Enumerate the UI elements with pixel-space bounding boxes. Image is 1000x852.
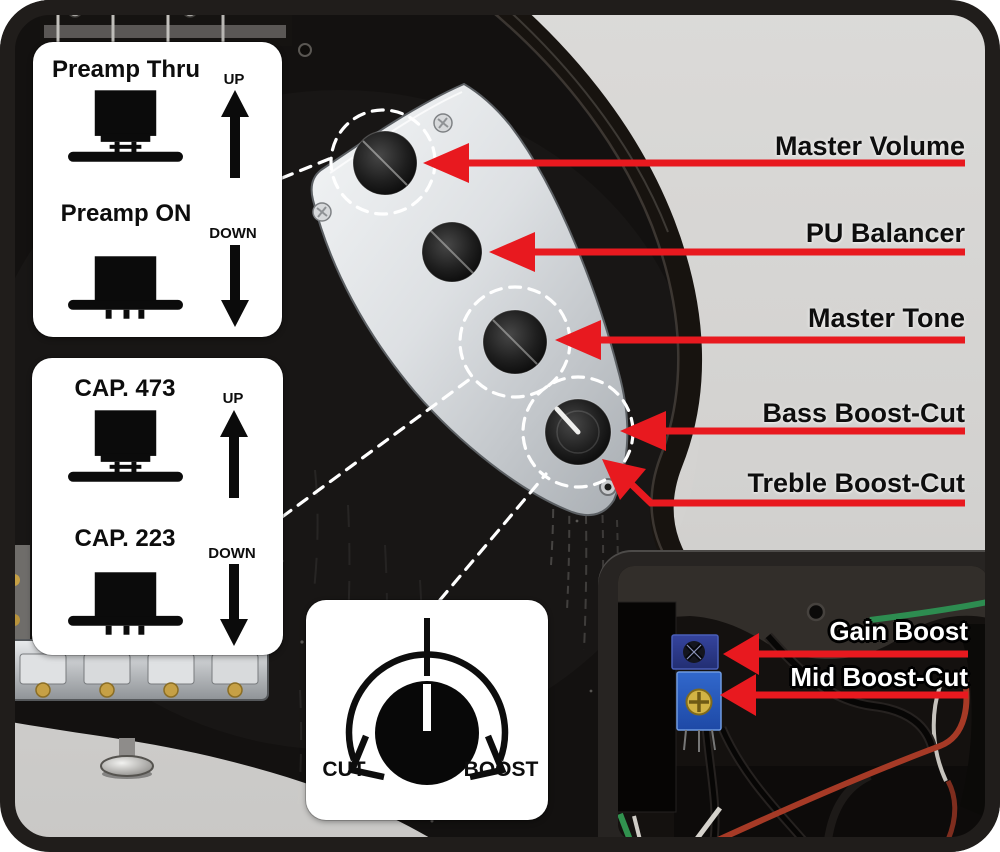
down-arrow-icon [221,245,249,327]
bridge [0,545,269,701]
callout-label-gain-boost: Gain Boost [829,616,968,646]
knob-pu-balancer [421,221,483,283]
legend-title-preamp-thru: Preamp Thru [51,56,201,83]
cap-switch-legend: CAP. 473 UP CAP. 223 DOWN [32,358,283,655]
switch-down-icon [68,572,183,635]
strap-button [100,738,154,779]
red-wire [716,673,970,840]
switch-up-icon [68,410,183,482]
direction-label-up: UP [222,390,244,407]
strings-and-neck [40,0,292,46]
cut-label: CUT [322,758,366,781]
dashed-connector-lines [280,155,548,602]
green-wire-2 [618,812,633,840]
gain-trimpot [671,634,719,670]
plate-screws [312,113,453,222]
legend-title-cap-223: CAP. 223 [74,525,176,552]
callout-label-master-tone: Master Tone [807,303,965,333]
body-screw-hole [298,43,312,57]
callout-label-bass-boost-cut: Bass Boost-Cut [762,398,965,428]
rotary-knob-icon [345,618,509,785]
up-arrow-icon [220,410,248,498]
callout-label-mid-boost-cut: Mid Boost-Cut [790,662,968,692]
cut-boost-legend: CUT BOOST [306,600,548,820]
switch-up-icon [68,90,183,162]
knob-master-volume [352,130,418,196]
red-wire-2 [945,779,958,840]
direction-label-down: DOWN [208,545,256,562]
switch-down-icon [68,256,183,319]
boost-label: BOOST [463,758,539,781]
up-arrow-icon [221,90,249,178]
white-wire-3 [632,815,642,840]
cavity-top-wall [618,566,988,660]
white-wire-2 [694,806,722,840]
cavity-art [618,566,988,840]
cavity-screw-hole [806,602,826,622]
callout-label-master-volume: Master Volume [774,131,965,161]
knob-bass-treble-stacked [544,398,612,466]
circuit-board-edge [618,601,677,813]
preamp-switch-legend: Preamp Thru UP Preamp ON DOWN [33,42,282,337]
legend-title-preamp-on: Preamp ON [60,200,192,227]
cavity-photo [618,566,988,840]
callout-label-treble-boost-cut: Treble Boost-Cut [747,468,965,498]
green-wire [869,599,988,623]
knob-master-tone [482,309,548,375]
callout-label-pu-balancer: PU Balancer [805,218,965,248]
direction-label-down: DOWN [209,225,257,242]
legend-title-cap-473: CAP. 473 [74,375,176,402]
direction-label-up: UP [223,71,245,88]
inset-frame [598,550,1000,852]
down-arrow-icon [220,564,248,646]
